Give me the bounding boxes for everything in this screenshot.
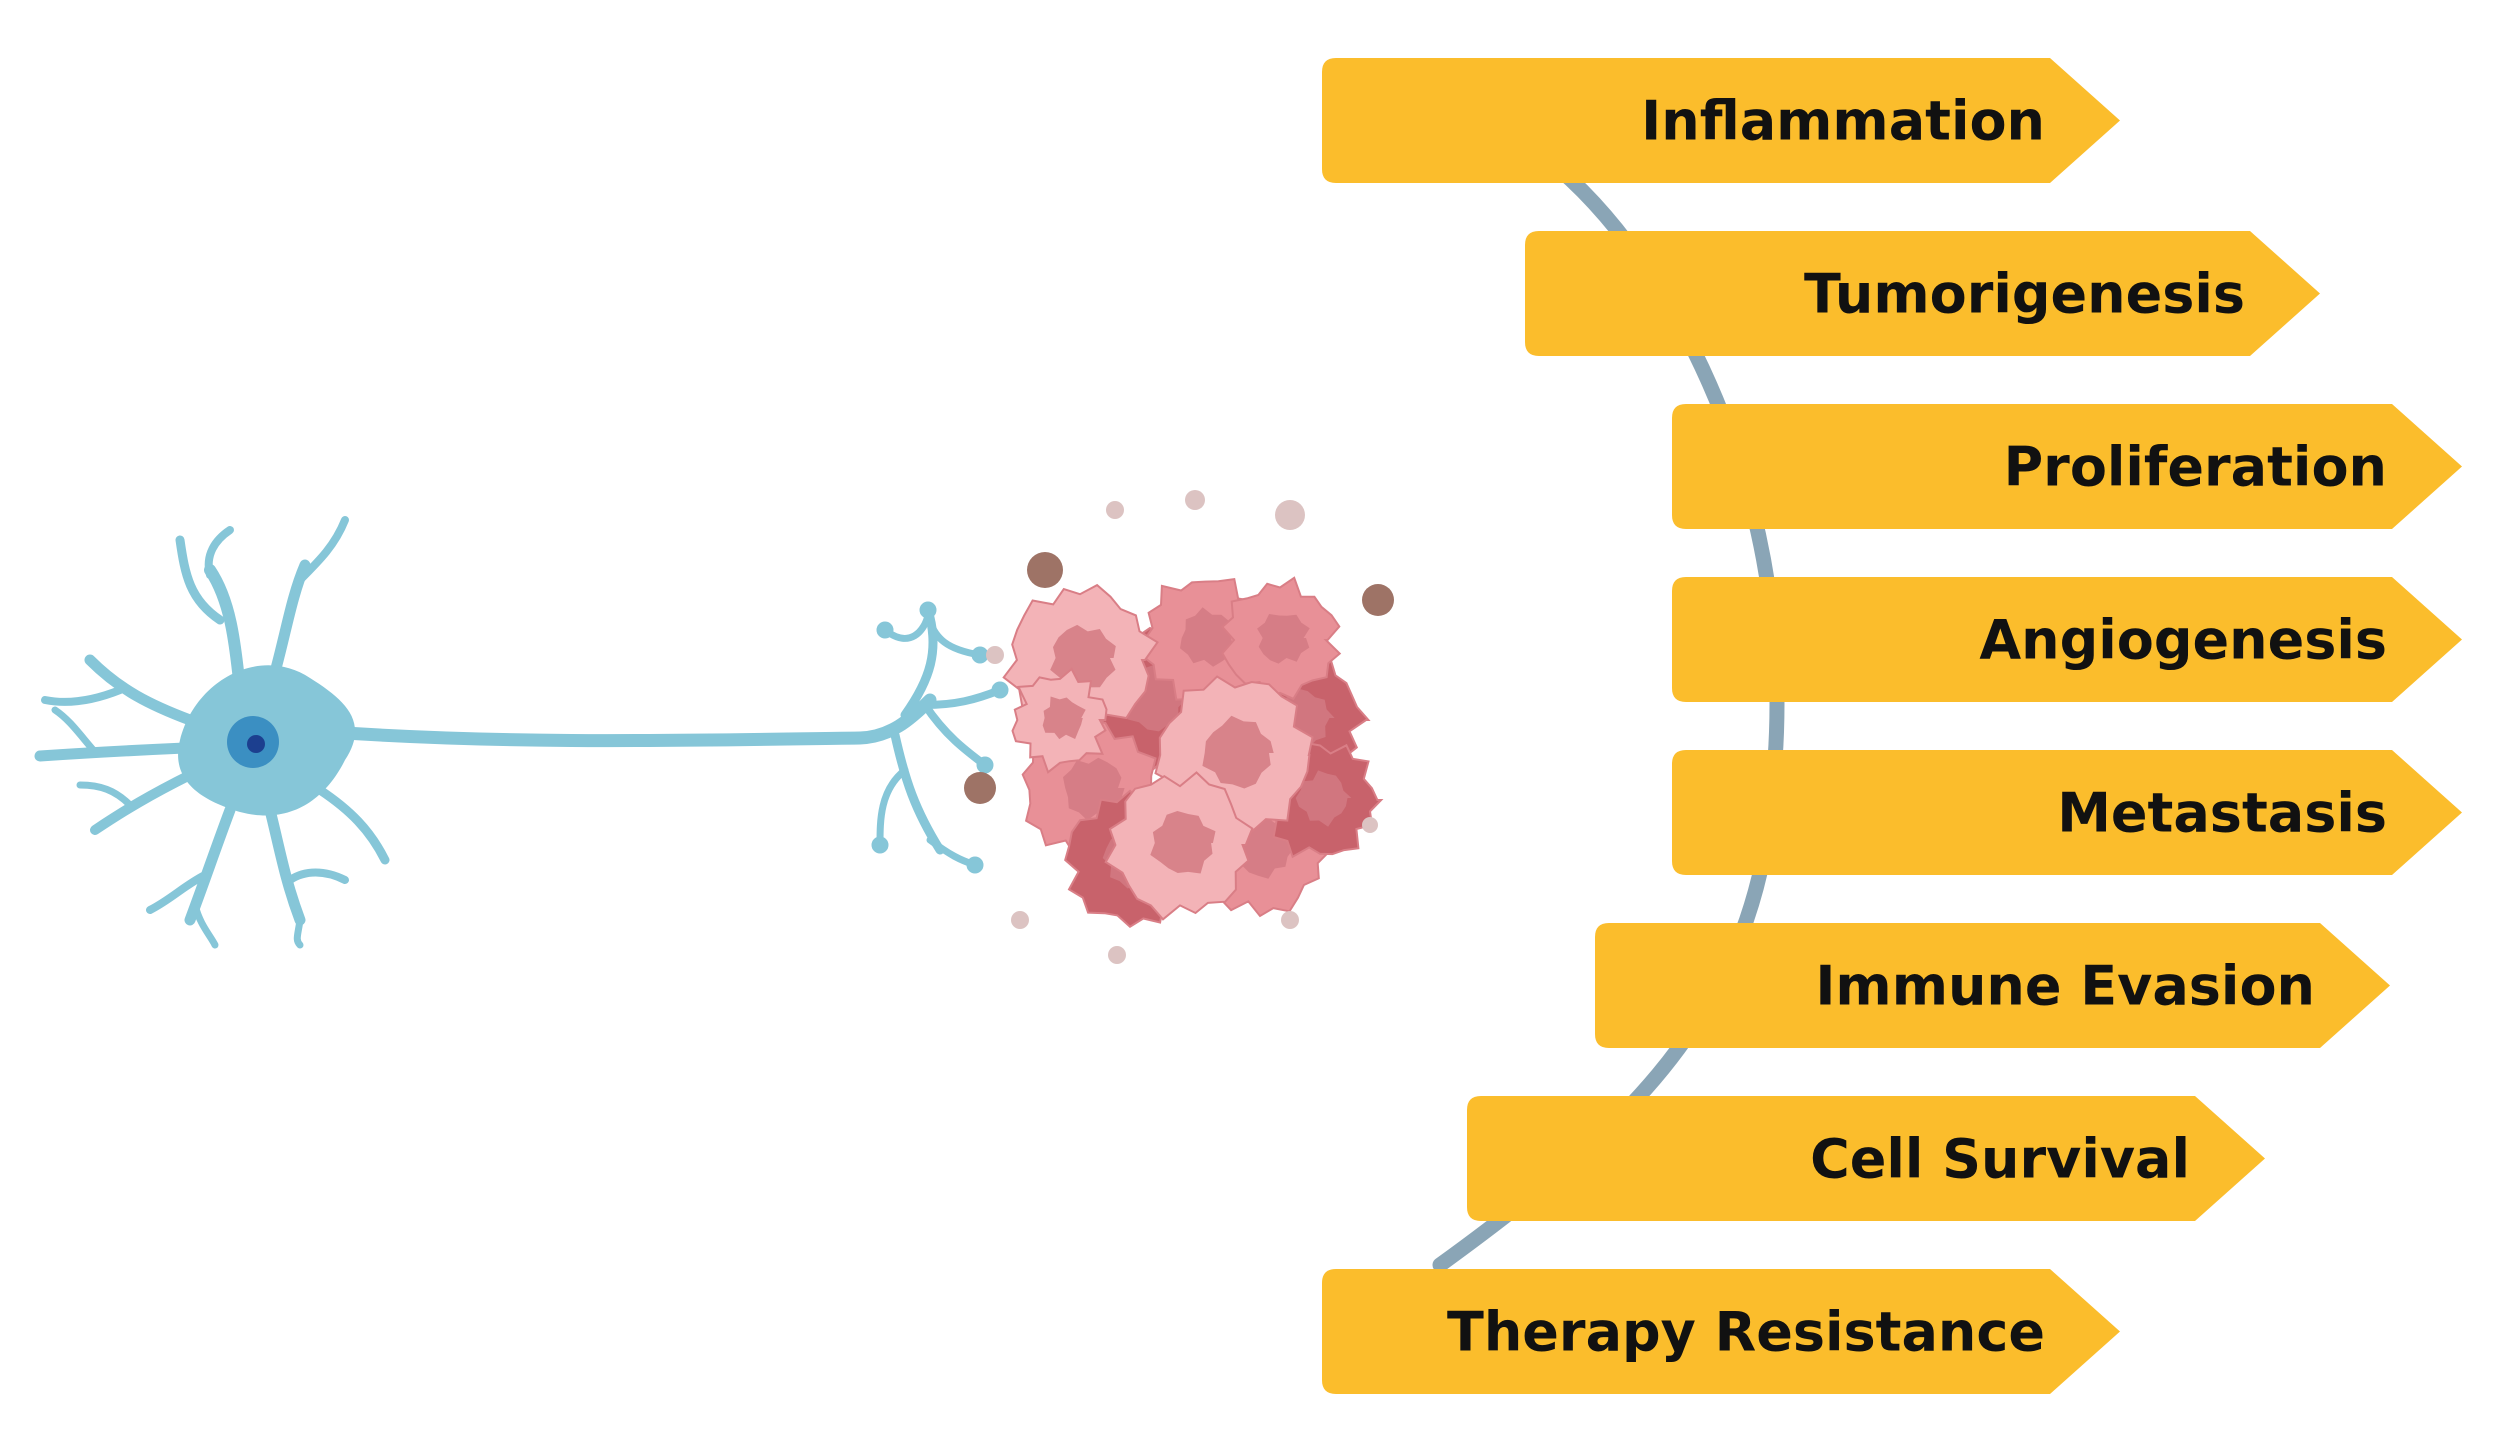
neuron-nucleolus xyxy=(247,735,265,753)
particle xyxy=(964,772,996,804)
axon-terminal-bulb xyxy=(976,756,994,774)
particle xyxy=(1027,552,1063,588)
hallmark-tag: Therapy Resistance xyxy=(1322,1269,2120,1394)
particle xyxy=(1362,817,1378,833)
hallmark-tag: Inflammation xyxy=(1322,58,2120,183)
neuron-dendrite xyxy=(890,730,945,855)
neuron-dendrite xyxy=(51,706,99,756)
neuron-dendrite xyxy=(921,686,1004,709)
tag-arrow-shape xyxy=(1322,1269,2120,1394)
hallmark-tag: Metastasis xyxy=(1672,750,2462,875)
tag-arrow-shape xyxy=(1467,1096,2265,1221)
tag-arrow-shape xyxy=(1322,58,2120,183)
neuron-dendrite xyxy=(204,526,234,579)
axon-terminal-bulb xyxy=(971,646,989,664)
tag-arrow-shape xyxy=(1672,404,2462,529)
neuron-dendrite xyxy=(191,901,219,949)
particle xyxy=(1362,584,1394,616)
neuron-dendrite xyxy=(315,785,390,865)
neuron-dendrite xyxy=(296,516,349,584)
neuron-dendrite xyxy=(41,686,124,706)
neuron-dendrite xyxy=(876,766,909,849)
hallmark-tag: Immune Evasion xyxy=(1595,923,2390,1048)
neuron-dendrite xyxy=(204,564,246,696)
neuron-dendrite xyxy=(84,654,196,726)
particle xyxy=(1275,500,1305,530)
hallmark-label: Cell Survival xyxy=(1810,1128,2190,1191)
neuron-dendrite xyxy=(286,868,349,884)
tumor-cell xyxy=(1104,771,1254,921)
hallmark-tag: Tumorigenesis xyxy=(1525,231,2320,356)
neuron-dendrite xyxy=(175,535,225,625)
hallmark-label: Inflammation xyxy=(1641,90,2045,153)
particle xyxy=(1106,501,1124,519)
tumor-cell xyxy=(1011,667,1108,774)
hallmark-label: Metastasis xyxy=(2057,782,2387,845)
particle xyxy=(986,646,1004,664)
axon-terminal-bulb xyxy=(991,681,1009,699)
tag-arrow-shape xyxy=(1672,577,2462,702)
particle xyxy=(1281,911,1299,929)
neuron-axon xyxy=(323,693,937,748)
tumor-cell-cluster-icon xyxy=(964,490,1394,964)
tag-arrow-shape xyxy=(1672,750,2462,875)
hallmark-tag: Angiogenesis xyxy=(1672,577,2462,702)
axon-terminal-bulb xyxy=(876,621,894,639)
axon-terminal-bulb xyxy=(919,601,937,619)
particle xyxy=(1011,911,1029,929)
particle xyxy=(1185,490,1205,510)
hallmark-label: Proliferation xyxy=(2004,436,2387,499)
axon-terminal-bulb xyxy=(966,856,984,874)
axon-terminal-bulb xyxy=(871,836,889,854)
hallmark-tag: Cell Survival xyxy=(1467,1096,2265,1221)
neuron-dendrite xyxy=(90,770,195,835)
neuron-dendrite xyxy=(146,871,209,914)
neuron-dendrite xyxy=(264,804,306,926)
hallmark-label: Immune Evasion xyxy=(1815,955,2315,1018)
hallmark-label: Therapy Resistance xyxy=(1447,1301,2045,1364)
neuron-dendrite xyxy=(293,916,304,949)
hallmark-label: Angiogenesis xyxy=(1979,609,2387,672)
tag-arrow-shape xyxy=(1595,923,2390,1048)
neuron-dendrite xyxy=(76,781,134,809)
tumor-cell xyxy=(1220,576,1342,702)
neuron-icon xyxy=(34,516,1009,949)
hallmark-tag: Proliferation xyxy=(1672,404,2462,529)
hallmark-list: InflammationTumorigenesisProliferationAn… xyxy=(1322,58,2462,1394)
hallmark-label: Tumorigenesis xyxy=(1804,263,2245,326)
neuron-dendrite xyxy=(921,701,989,769)
neuron-dendrite xyxy=(34,742,191,762)
particle xyxy=(1108,946,1126,964)
tag-arrow-shape xyxy=(1525,231,2320,356)
